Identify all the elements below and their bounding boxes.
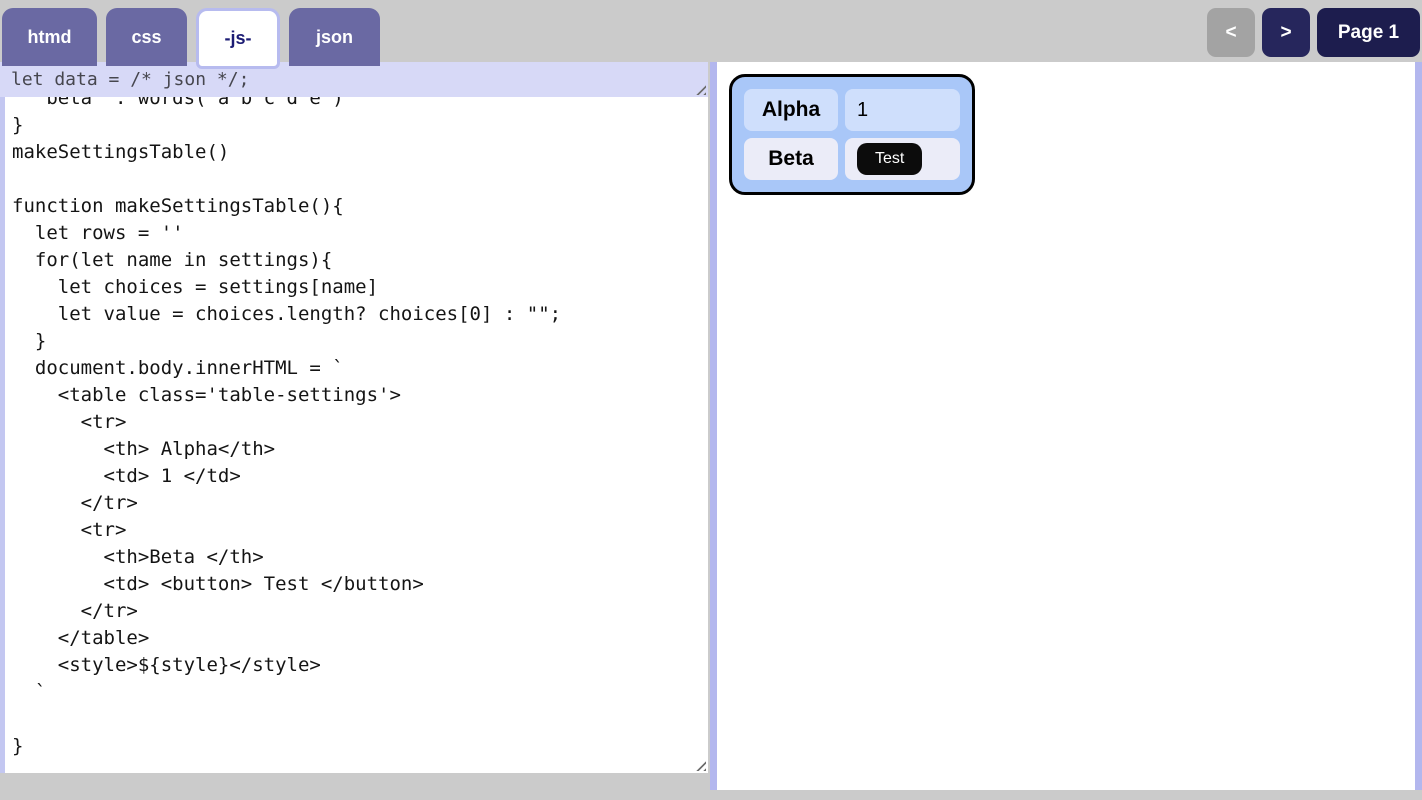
row-value-alpha: 1: [845, 89, 960, 131]
tab-js[interactable]: -js-: [196, 8, 280, 69]
tab-bar: htmd css -js- json: [2, 8, 380, 69]
row-header-alpha: Alpha: [744, 89, 838, 131]
editor-column: let data = /* json */; 'beta' : words('a…: [0, 62, 708, 773]
data-editor-textarea[interactable]: let data = /* json */;: [0, 62, 708, 97]
js-editor-textarea[interactable]: 'beta' : words('a b c d e') } makeSettin…: [0, 97, 708, 773]
prev-page-button[interactable]: <: [1207, 8, 1255, 57]
tab-htmd[interactable]: htmd: [2, 8, 97, 66]
tab-css[interactable]: css: [106, 8, 187, 66]
table-row: Beta Test: [744, 138, 960, 180]
next-page-button[interactable]: >: [1262, 8, 1310, 57]
data-editor-content: let data = /* json */;: [11, 69, 250, 90]
page-indicator-button[interactable]: Page 1: [1317, 8, 1420, 57]
row-value-beta: Test: [845, 138, 960, 180]
preview-pane: Alpha 1 Beta Test: [710, 62, 1422, 790]
pager-controls: < > Page 1: [1207, 8, 1420, 57]
table-row: Alpha 1: [744, 89, 960, 131]
resize-grip-icon[interactable]: [694, 759, 706, 771]
js-editor-content: 'beta' : words('a b c d e') } makeSettin…: [12, 97, 562, 757]
settings-table: Alpha 1 Beta Test: [729, 74, 975, 195]
test-button[interactable]: Test: [857, 143, 923, 175]
row-header-beta: Beta: [744, 138, 838, 180]
tab-json[interactable]: json: [289, 8, 380, 66]
